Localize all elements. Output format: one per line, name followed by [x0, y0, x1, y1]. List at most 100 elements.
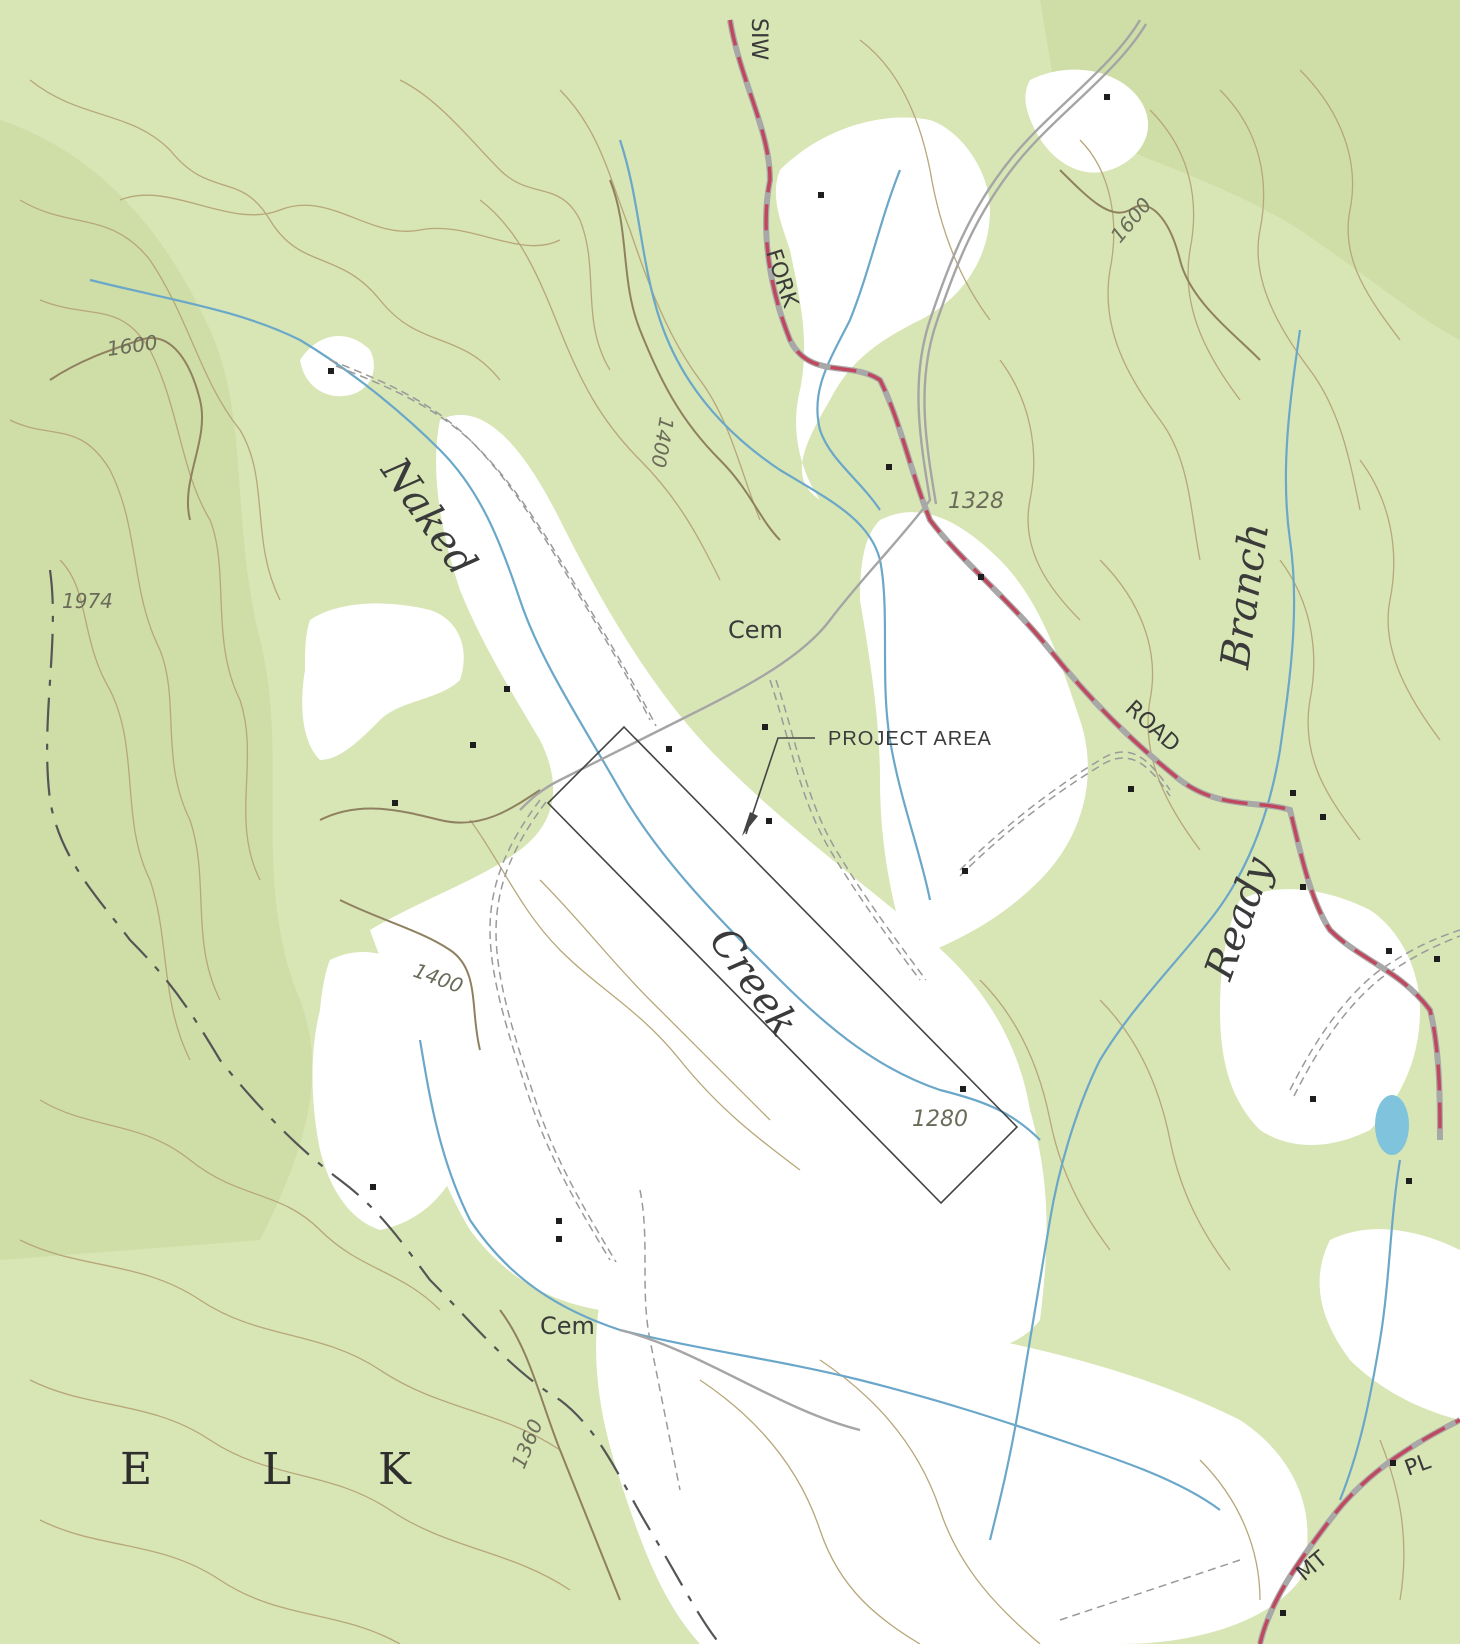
building: [1290, 790, 1296, 796]
project-area-boundary: [546, 725, 1019, 1205]
index-contour: [319, 789, 541, 824]
contour-line: [1219, 89, 1361, 511]
index-contour: [609, 179, 781, 541]
elevation-1328: 1328: [948, 489, 1004, 514]
unpaved-road: [1289, 929, 1460, 1091]
contour-line: [979, 979, 1111, 1251]
building: [1434, 956, 1440, 962]
contour-line: [39, 299, 261, 881]
building: [886, 464, 892, 470]
index-contour: [339, 899, 481, 1051]
building: [370, 1184, 376, 1190]
paved-road: [1258, 1418, 1460, 1644]
contour-line: [119, 194, 561, 247]
project-area-rectangle: [546, 725, 1019, 1205]
paved-road: [728, 19, 1442, 1141]
label-region-k: K: [378, 1444, 412, 1495]
label-cemetery-north: Cem: [728, 616, 783, 644]
building: [1406, 1178, 1412, 1184]
label-cemetery-south: Cem: [540, 1312, 595, 1340]
contour-line: [1079, 139, 1201, 561]
building: [762, 724, 768, 730]
contour-line: [469, 819, 801, 1171]
unpaved-road: [1059, 1559, 1241, 1621]
contour-line: [999, 359, 1081, 621]
building: [1280, 1610, 1286, 1616]
contour-line: [1359, 459, 1441, 741]
light-road: [619, 1328, 861, 1432]
contour-line: [59, 559, 191, 1061]
stream-east-tributary: [1338, 1159, 1402, 1501]
contour-line: [19, 1239, 561, 1451]
unpaved-road: [329, 359, 651, 721]
unpaved-road: [959, 757, 1171, 877]
unpaved-road: [959, 751, 1171, 871]
building: [818, 192, 824, 198]
leader-arrowhead: [742, 812, 758, 836]
clearing-north-fields: [775, 117, 990, 500]
contour-line: [399, 79, 611, 371]
building: [1128, 786, 1134, 792]
clearing-ne: [1025, 69, 1149, 173]
clearing-se: [1220, 889, 1420, 1145]
contour-line: [1099, 559, 1201, 851]
stream-naked-creek: [89, 278, 1041, 1141]
stream-south-tributary: [418, 1039, 1221, 1511]
building: [1310, 1096, 1316, 1102]
contour-line: [29, 1379, 571, 1591]
label-road-top: SIW: [746, 18, 771, 60]
contour-line: [1379, 1439, 1405, 1601]
stream-tributary-north: [618, 139, 932, 901]
building: [1300, 884, 1306, 890]
contour-line: [539, 879, 771, 1121]
contour-line: [9, 419, 221, 1001]
elevation-1280: 1280: [912, 1107, 968, 1132]
unpaved-road: [335, 365, 657, 727]
contour-line: [1199, 1459, 1261, 1601]
building: [556, 1218, 562, 1224]
contour-line: [19, 199, 281, 601]
stream-ready-branch: [988, 329, 1302, 1541]
contour-line: [39, 1099, 441, 1311]
building: [470, 742, 476, 748]
building: [978, 574, 984, 580]
building: [1320, 814, 1326, 820]
label-region-e: E: [120, 1444, 152, 1495]
boundary-segment: [46, 569, 721, 1644]
contour-line: [479, 199, 721, 581]
building: [960, 1086, 966, 1092]
unpaved-road: [495, 801, 617, 1263]
building: [504, 686, 510, 692]
label-region-l: L: [262, 1444, 291, 1495]
project-area-leader: [742, 737, 815, 836]
contour-lines: [9, 39, 1441, 1644]
light-road: [923, 23, 1148, 505]
clearing-sw: [312, 951, 474, 1230]
woodland-area-dense: [1040, 0, 1460, 340]
index-contour-lines: [49, 169, 1261, 1601]
building: [766, 818, 772, 824]
building: [1386, 948, 1392, 954]
contour-line: [859, 39, 991, 321]
index-contour: [49, 337, 204, 521]
light-road: [519, 19, 1142, 811]
clearing-valley-floor: [370, 414, 1047, 1356]
clearing-south: [596, 1300, 1308, 1644]
unpaved-road: [489, 799, 611, 1261]
contour-line: [699, 1379, 921, 1644]
buildings: [328, 94, 1440, 1616]
woodland-area-dense: [0, 120, 313, 1260]
building: [556, 1236, 562, 1242]
index-contour: [1059, 169, 1261, 361]
contour-line: [1279, 559, 1361, 841]
unpaved-road: [775, 679, 927, 981]
label-project-area: PROJECT AREA: [828, 728, 992, 750]
contour-line: [1299, 69, 1401, 341]
streams: [89, 139, 1402, 1541]
contour-line: [29, 79, 501, 381]
building: [328, 368, 334, 374]
contour-line: [39, 1519, 401, 1644]
elevation-1974: 1974: [62, 589, 113, 613]
